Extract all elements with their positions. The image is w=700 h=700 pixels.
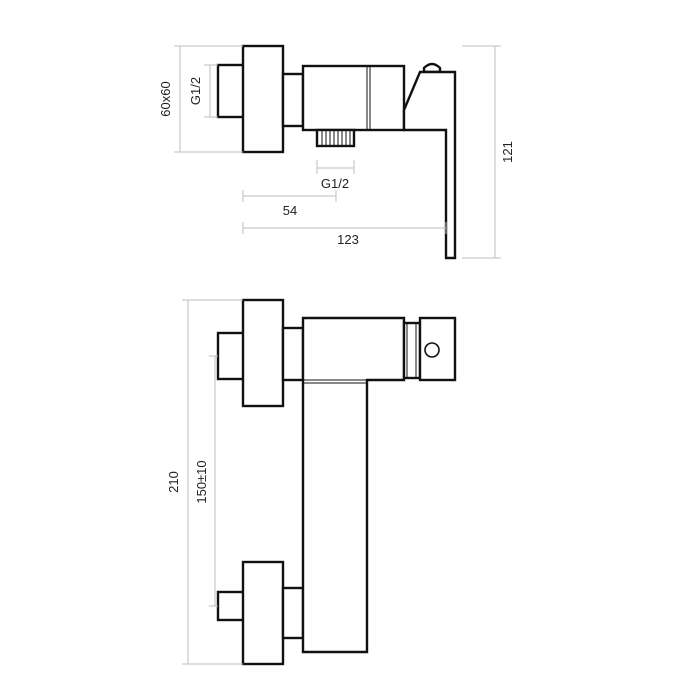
top-view-dimensions: [174, 45, 501, 259]
overall-height-label: 121: [500, 141, 515, 163]
front-view-upper-connector: [281, 326, 305, 382]
inlet-thread-label: G1/2: [188, 77, 203, 105]
top-view-connector: [281, 72, 305, 128]
front-view-lower-connector: [281, 586, 305, 640]
front-view-lever-hole: [424, 342, 440, 358]
top-view-outlet-thread: [315, 128, 356, 148]
overall-length-label: 210: [166, 471, 181, 493]
top-view-cartridge-knob: [422, 62, 442, 74]
front-view: [216, 298, 457, 666]
top-view-inlet-pipe: [216, 63, 246, 119]
top-view-wall-flange: [241, 44, 285, 154]
front-view-upper-wall-flange: [241, 298, 285, 408]
front-view-dimensions: [182, 299, 243, 665]
front-view-lever-collar: [402, 321, 422, 380]
flange-size-label: 60x60: [158, 81, 173, 116]
lever-reach-label: 123: [337, 232, 359, 247]
front-view-lower-wall-flange: [241, 560, 285, 666]
inlet-spacing-label: 150±10: [194, 460, 209, 503]
top-view-lever: [402, 70, 457, 260]
top-view-mixer-body: [301, 64, 406, 132]
top-view: [216, 44, 457, 260]
front-view-upper-inlet-pipe: [216, 331, 246, 381]
front-view-lower-inlet-pipe: [216, 590, 246, 622]
outlet-thread-label: G1/2: [321, 176, 349, 191]
top-view-thread-lines: [321, 131, 351, 145]
front-view-mixer-body: [301, 316, 406, 654]
body-depth-label: 54: [283, 203, 297, 218]
